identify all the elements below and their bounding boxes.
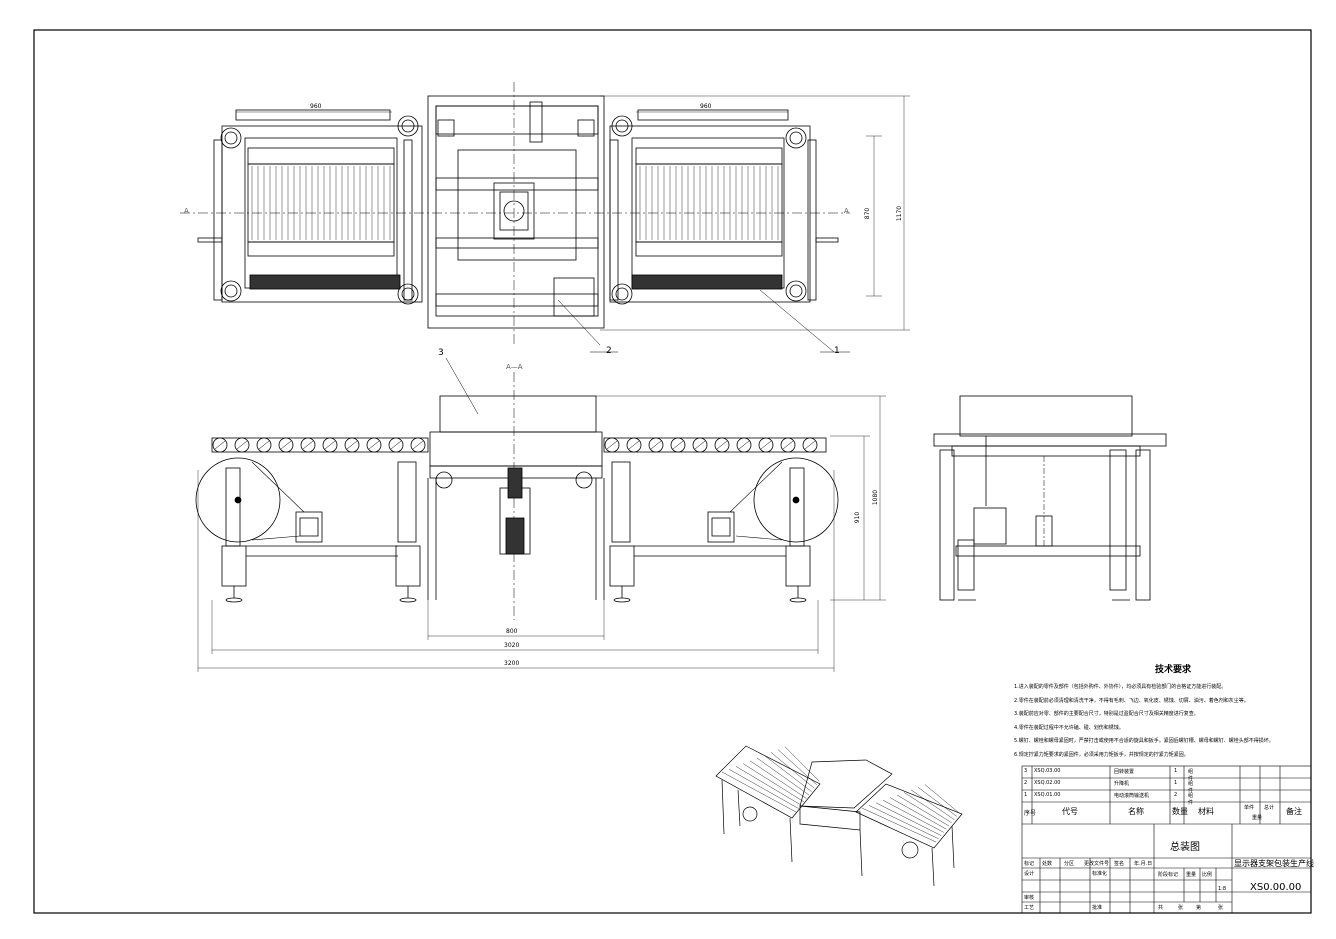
isometric-view xyxy=(715,745,963,887)
conveyor-rollers xyxy=(212,437,818,453)
drawing-frame xyxy=(33,29,1312,914)
side-view xyxy=(933,395,1167,601)
top-view xyxy=(180,82,910,353)
roller-slats xyxy=(639,166,779,240)
title-block xyxy=(1021,765,1312,914)
iso-rollers xyxy=(721,746,960,843)
roller-slats xyxy=(251,166,391,240)
front-view xyxy=(195,357,886,672)
